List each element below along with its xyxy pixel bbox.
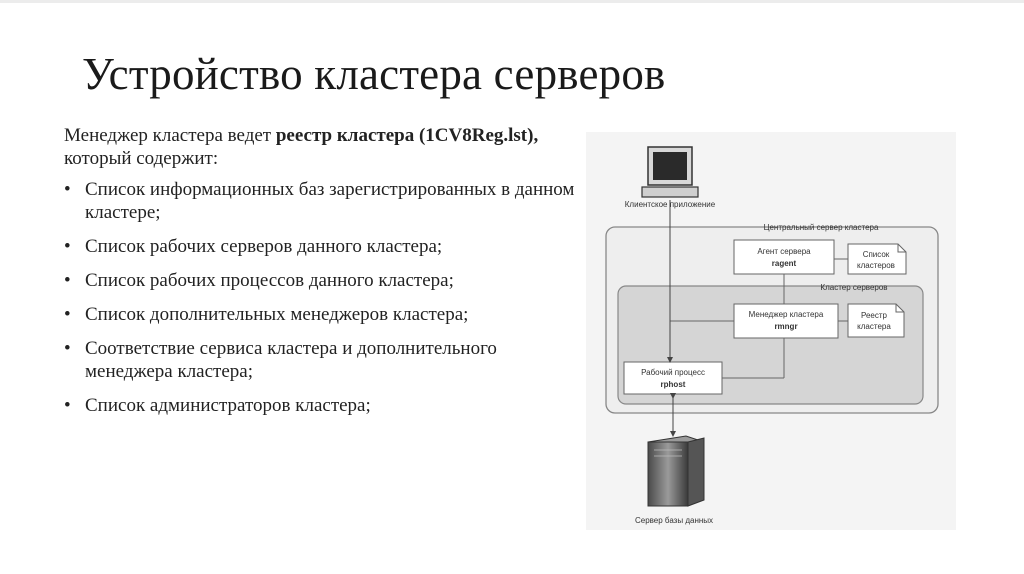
cluster-list-line2: кластеров bbox=[857, 261, 895, 270]
intro-prefix: Менеджер кластера ведет bbox=[64, 125, 276, 146]
bullet-list: Список информационных баз зарегистрирова… bbox=[64, 178, 584, 417]
intro-text: Менеджер кластера ведет реестр кластера … bbox=[64, 124, 584, 170]
slide-content: Менеджер кластера ведет реестр кластера … bbox=[64, 124, 584, 428]
registry-line1: Реестр bbox=[861, 311, 888, 320]
slide-title: Устройство кластера серверов bbox=[82, 49, 666, 99]
intro-bold: реестр кластера (1CV8Reg.lst), bbox=[275, 125, 539, 146]
computer-icon bbox=[641, 146, 699, 198]
manager-label: Менеджер кластера bbox=[749, 310, 824, 319]
list-item: Список информационных баз зарегистрирова… bbox=[64, 178, 584, 224]
worker-label: Рабочий процесс bbox=[641, 368, 705, 377]
agent-process: ragent bbox=[772, 259, 797, 268]
central-server-label: Центральный сервер кластера bbox=[764, 223, 879, 232]
agent-label: Агент сервера bbox=[757, 247, 811, 256]
cluster-list-line1: Список bbox=[863, 250, 890, 259]
worker-process: rphost bbox=[661, 380, 686, 389]
registry-document-icon bbox=[847, 303, 905, 338]
intro-suffix: который содержит: bbox=[64, 148, 219, 169]
list-item: Список рабочих серверов данного кластера… bbox=[64, 235, 584, 258]
list-item: Список администраторов кластера; bbox=[64, 394, 584, 417]
db-server-label: Сервер базы данных bbox=[635, 516, 713, 525]
top-border bbox=[0, 0, 1024, 3]
worker-box bbox=[623, 361, 723, 395]
list-item: Список дополнительных менеджеров кластер… bbox=[64, 303, 584, 326]
manager-process: rmngr bbox=[774, 322, 797, 331]
cluster-list-document-icon bbox=[847, 243, 907, 275]
list-item: Список рабочих процессов данного кластер… bbox=[64, 269, 584, 292]
list-item: Соответствие сервиса кластера и дополнит… bbox=[64, 337, 584, 383]
database-server-icon bbox=[647, 435, 705, 507]
cluster-diagram: Клиентское приложение Центральный сервер… bbox=[586, 132, 956, 530]
cluster-label: Кластер серверов bbox=[820, 283, 887, 292]
agent-box bbox=[733, 239, 835, 275]
registry-line2: кластера bbox=[857, 322, 891, 331]
